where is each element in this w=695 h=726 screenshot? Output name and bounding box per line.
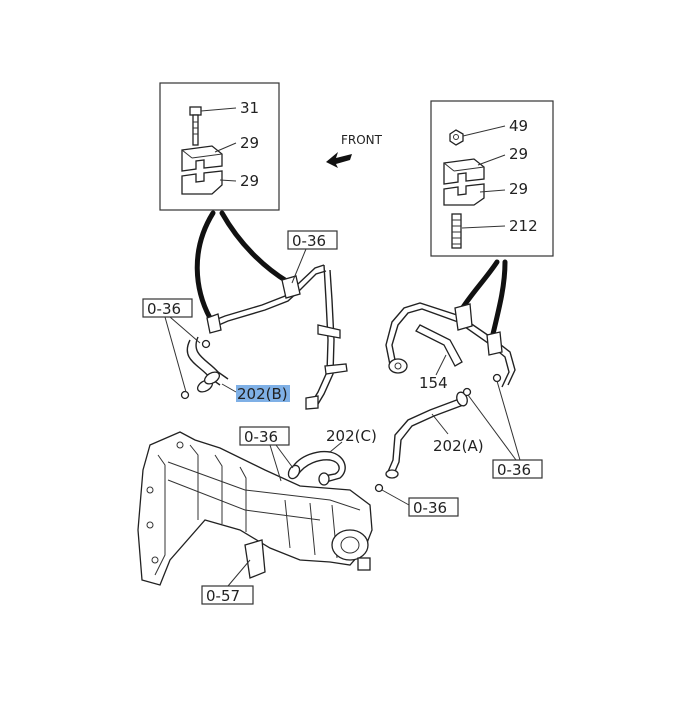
ref-0-36-right: 0-36 (497, 461, 531, 479)
ref-box-left: 0-36 (142, 298, 201, 393)
pipe-right: 154 (385, 302, 516, 392)
callout-31: 31 (240, 99, 259, 117)
clamp-lower-part (181, 170, 223, 195)
callout-202b-highlight (236, 385, 290, 402)
callout-202a: 202(A) (433, 437, 484, 455)
ref-0-36-lower: 0-36 (413, 499, 447, 517)
clamp-lower-right-part (443, 183, 485, 206)
callout-29-right-upper: 29 (509, 145, 528, 163)
egr-cooler-body (137, 431, 373, 586)
detail-box-right: 49 29 29 212 (430, 100, 554, 257)
pipe-upper-left (180, 264, 348, 410)
callout-29-right-lower: 29 (509, 180, 528, 198)
detail-box-left: 31 29 29 (159, 82, 280, 211)
ref-box-lower: 0-36 (381, 489, 459, 517)
front-indicator: FRONT (326, 133, 383, 168)
ref-box-057: 0-57 (201, 559, 254, 605)
hose-202a: 202(A) (385, 373, 502, 479)
callout-49: 49 (509, 117, 528, 135)
leader-curves (194, 210, 508, 341)
hose-202c: 202(C) (276, 427, 384, 493)
callout-154: 154 (419, 374, 448, 392)
bolt-part (189, 106, 202, 146)
ref-box-mid: 0-36 (239, 426, 294, 482)
ref-0-36-top: 0-36 (292, 232, 326, 250)
ref-box-top: 0-36 (287, 230, 338, 284)
ref-0-36-left: 0-36 (147, 300, 181, 318)
front-arrow-icon (326, 152, 352, 168)
callout-29-upper: 29 (240, 134, 259, 152)
callout-212: 212 (509, 217, 538, 235)
clamp-upper-right-part (443, 158, 485, 185)
ref-box-right: 0-36 (467, 380, 543, 479)
ref-0-57: 0-57 (206, 587, 240, 605)
front-label: FRONT (341, 133, 383, 147)
clamp-upper-part (181, 145, 223, 172)
callout-202c: 202(C) (326, 427, 377, 445)
callout-202b: 202(B) (237, 385, 288, 403)
nut-part (449, 129, 464, 146)
hose-202b: 202(B) (186, 336, 290, 403)
stud-part (451, 213, 462, 249)
ref-0-36-mid: 0-36 (244, 428, 278, 446)
callout-29-lower: 29 (240, 172, 259, 190)
